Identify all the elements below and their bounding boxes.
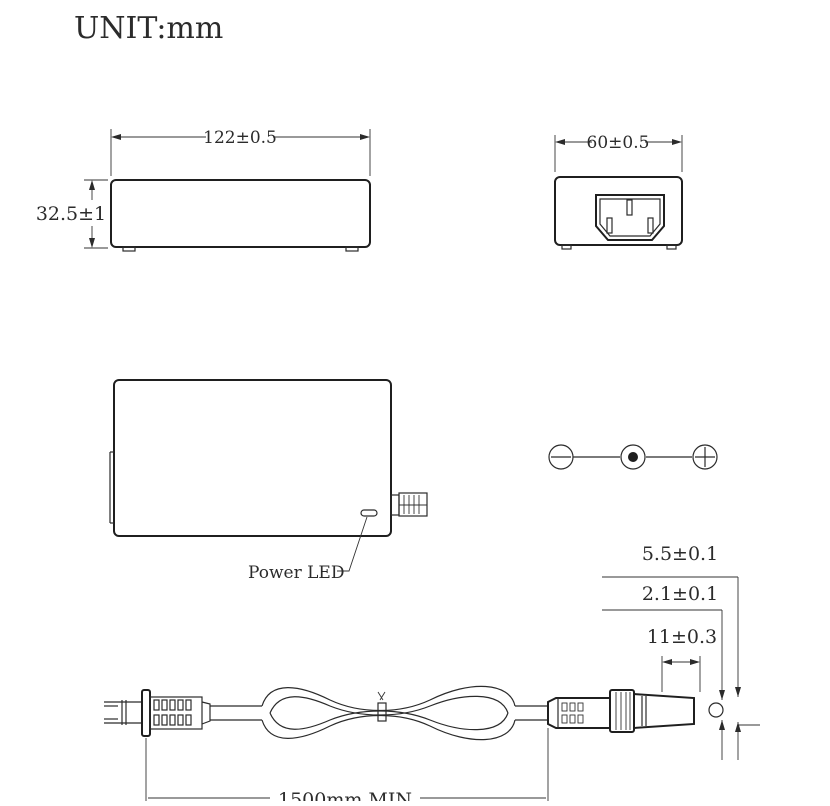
width-dimension: 60±0.5 (587, 133, 650, 153)
power-led-label: Power LED (248, 563, 344, 583)
positive-icon (692, 444, 718, 470)
dc-plug-dimensions: 5.5±0.1 2.1±0.1 11±0.3 (602, 543, 760, 760)
side-view: 122±0.5 32.5±1 (36, 128, 371, 252)
center-pin-icon (620, 444, 646, 470)
end-view: 60±0.5 (554, 133, 683, 250)
length-dimension: 122±0.5 (203, 128, 277, 148)
dc-plug-end-icon (708, 702, 724, 718)
cable-assembly: 1500mm MIN (104, 685, 724, 806)
dc-inner-diameter: 2.1±0.1 (642, 583, 718, 605)
top-view: Power LED (109, 379, 428, 583)
dc-plug-length: 11±0.3 (647, 626, 717, 648)
unit-label: UNIT:mm (74, 11, 223, 46)
cable-length-dimension: 1500mm MIN (278, 789, 412, 801)
ac-inlet-icon (595, 194, 665, 241)
dc-outer-diameter: 5.5±0.1 (642, 543, 718, 565)
polarity-symbol (548, 444, 718, 470)
height-dimension: 32.5±1 (36, 203, 106, 225)
cable-strain-relief (390, 492, 428, 517)
power-led-indicator (360, 509, 378, 517)
dc-plug (547, 689, 724, 733)
cable-end-strain-relief (141, 689, 211, 737)
